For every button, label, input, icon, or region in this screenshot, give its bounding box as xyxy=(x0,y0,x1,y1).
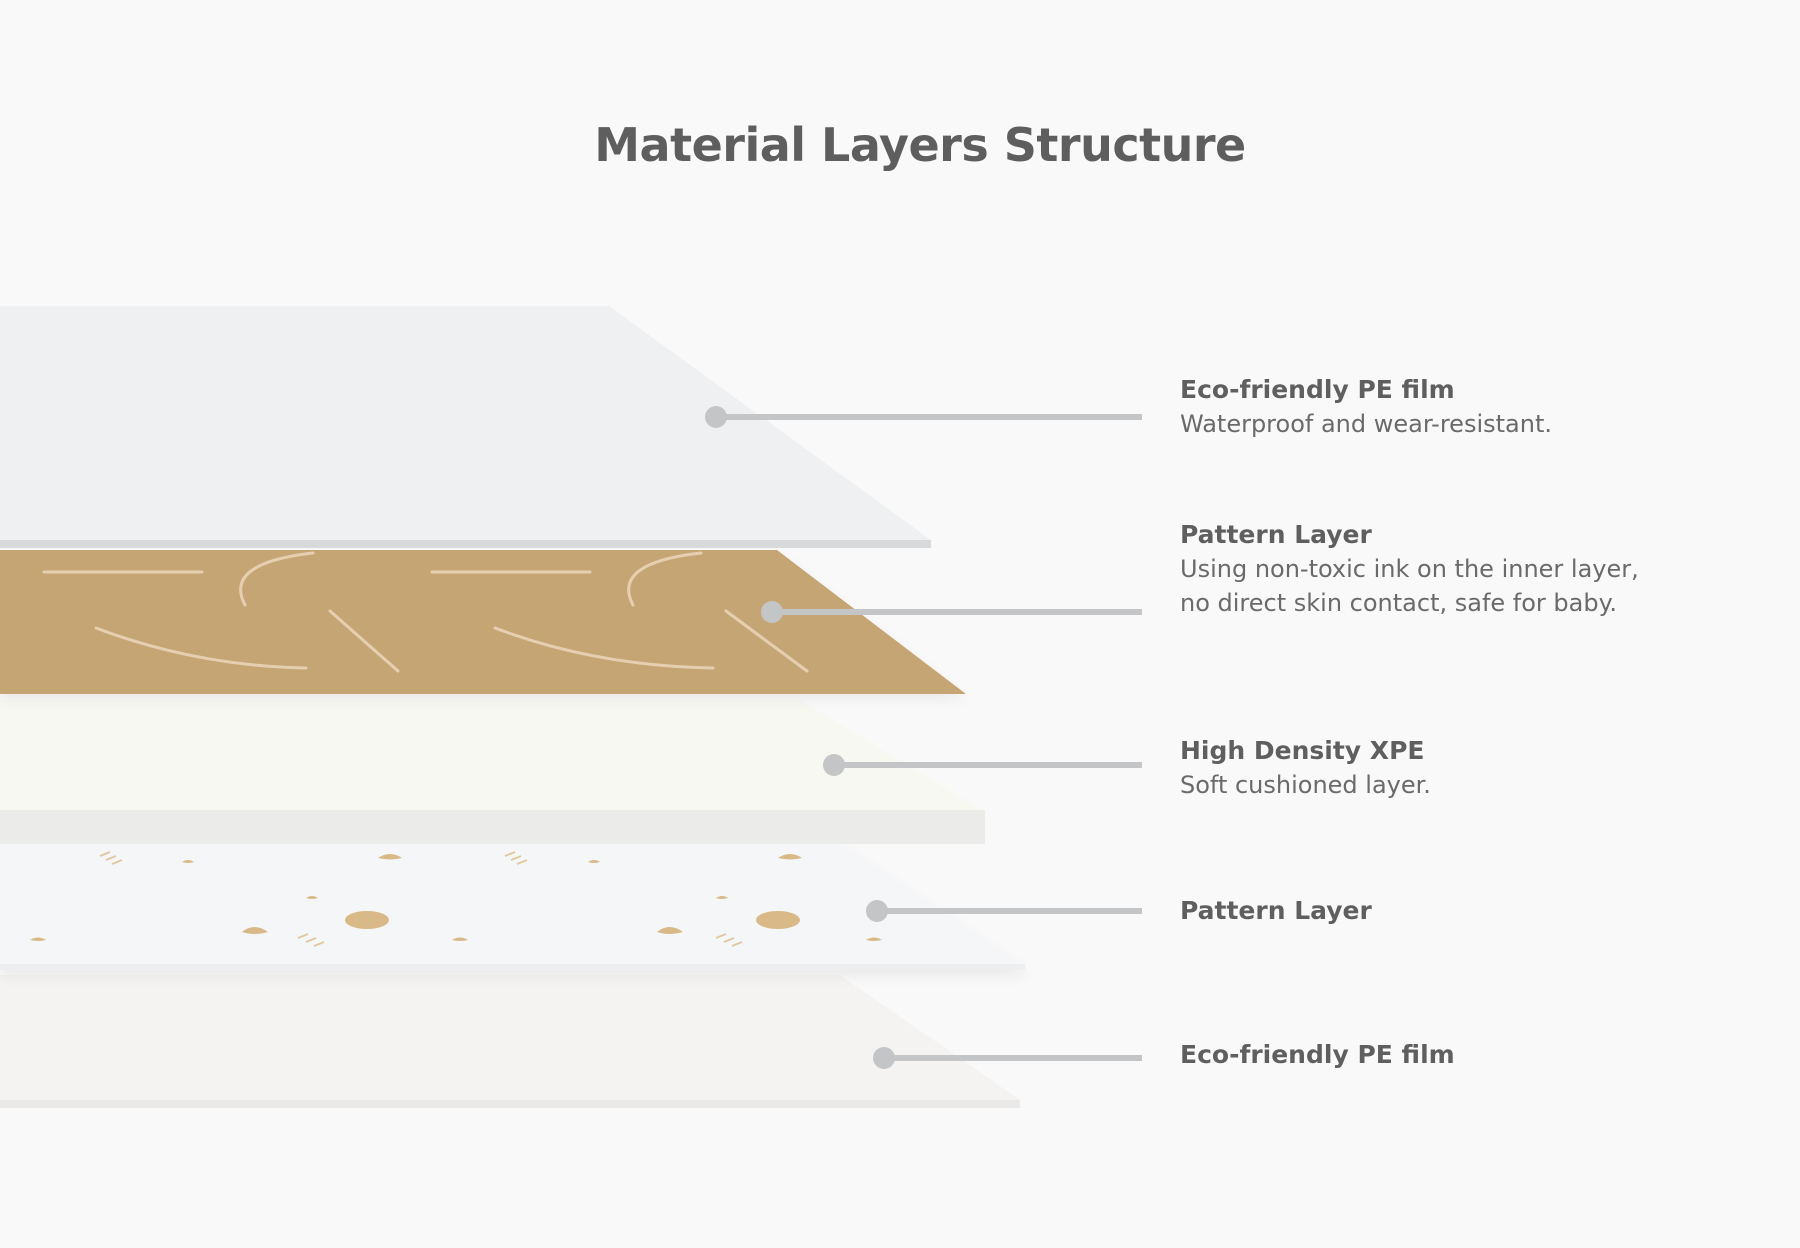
leader-dot xyxy=(823,754,845,776)
label-title: Eco-friendly PE film xyxy=(1180,375,1455,404)
label-pe-film-bottom: Eco-friendly PE film xyxy=(1180,1038,1455,1072)
xpe-edge xyxy=(0,810,985,844)
pattern-print-motifs xyxy=(30,854,882,941)
layer-pattern-print xyxy=(0,842,1025,970)
leaf-motif-icon xyxy=(778,854,802,860)
pattern-print-edge xyxy=(0,964,1025,970)
leaf-motif-icon xyxy=(452,937,468,941)
leaf-motif-icon xyxy=(30,937,46,941)
leaf-motif-icon xyxy=(716,896,728,899)
pattern-print-top-face xyxy=(0,842,1025,966)
leaf-motif-icon xyxy=(866,937,882,941)
leader-dot xyxy=(705,406,727,428)
bottom-pe-film-edge xyxy=(0,1100,1020,1108)
leader-line-pattern-ink xyxy=(761,601,1142,623)
label-title: Pattern Layer xyxy=(1180,896,1372,925)
leaf-motif-icon xyxy=(378,854,402,860)
leader-dot xyxy=(866,900,888,922)
layer-top-pe-film xyxy=(0,306,931,548)
label-pe-film-top: Eco-friendly PE film Waterproof and wear… xyxy=(1180,373,1552,441)
label-description: Soft cushioned layer. xyxy=(1180,771,1431,799)
bottom-pe-film-top-face xyxy=(0,975,1020,1100)
diagram-title: Material Layers Structure xyxy=(594,118,1246,172)
label-title: High Density XPE xyxy=(1180,736,1425,765)
hat-motif-icon xyxy=(756,911,800,929)
leaf-motif-icon xyxy=(182,860,194,863)
label-description: Waterproof and wear-resistant. xyxy=(1180,410,1552,438)
leaf-motif-icon xyxy=(657,927,683,934)
leaf-motif-icon xyxy=(306,896,318,899)
leaf-motif-icon xyxy=(242,927,268,934)
leader-line-xpe xyxy=(823,754,1142,776)
label-title: Pattern Layer xyxy=(1180,520,1372,549)
hat-motif-icon xyxy=(345,911,389,929)
top-pe-film-top-face xyxy=(0,306,931,540)
leader-dot xyxy=(761,601,783,623)
label-xpe: High Density XPE Soft cushioned layer. xyxy=(1180,734,1431,802)
label-description: no direct skin contact, safe for baby. xyxy=(1180,589,1618,617)
layer-pattern-ink xyxy=(0,550,966,694)
leader-line-pe-film-top xyxy=(705,406,1142,428)
layer-xpe-foam xyxy=(0,700,985,844)
leader-dot xyxy=(873,1047,895,1069)
leader-line-pe-film-bottom xyxy=(873,1047,1142,1069)
layer-bottom-pe-film xyxy=(0,975,1020,1108)
pattern-print-dashes xyxy=(99,851,743,947)
leader-line-pattern-print xyxy=(866,900,1142,922)
leader-lines xyxy=(705,406,1142,1069)
leaf-motif-icon xyxy=(588,860,600,863)
pattern-layer-swirls xyxy=(42,551,809,673)
label-title: Eco-friendly PE film xyxy=(1180,1040,1455,1069)
top-pe-film-edge xyxy=(0,540,931,548)
label-pattern-print: Pattern Layer xyxy=(1180,894,1372,928)
label-description: Using non-toxic ink on the inner layer, xyxy=(1180,555,1639,583)
xpe-top-face xyxy=(0,700,985,812)
label-pattern-ink: Pattern Layer Using non-toxic ink on the… xyxy=(1180,518,1639,620)
